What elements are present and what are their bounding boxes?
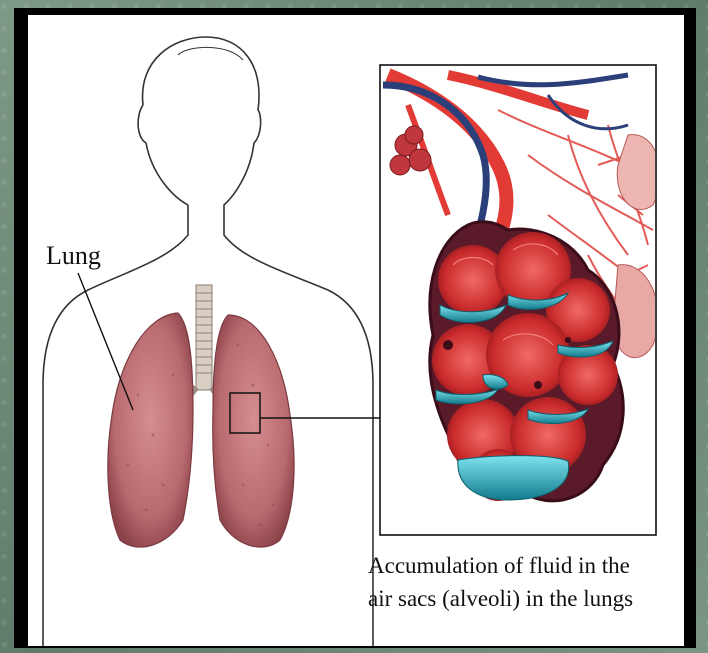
lung-pointer-line (78, 273, 133, 410)
lung-left (108, 313, 193, 547)
alveoli-inset (380, 65, 660, 535)
figure-caption: Accumulation of fluid in the air sacs (a… (368, 549, 668, 616)
illustration-panel: Lung Accumulation of fluid in the air sa… (28, 15, 684, 646)
lung-right (213, 315, 294, 547)
lung-label: Lung (46, 243, 101, 269)
caption-line-2: air sacs (alveoli) in the lungs (368, 582, 668, 615)
caption-line-1: Accumulation of fluid in the (368, 549, 668, 582)
